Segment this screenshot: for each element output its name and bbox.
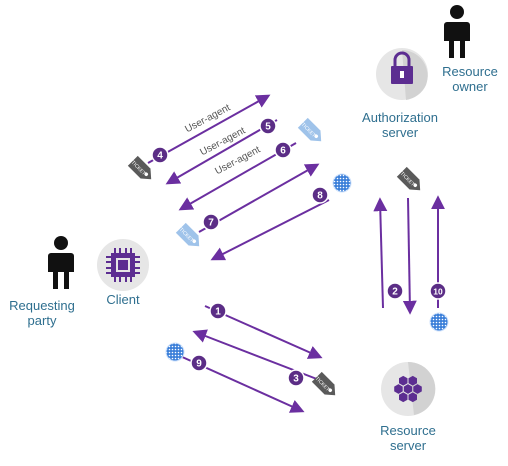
step-badge-4: 4: [151, 146, 169, 164]
svg-text:10: 10: [433, 287, 443, 297]
arrow-step-5: [165, 119, 278, 185]
step-badge-1: 1: [209, 302, 227, 320]
hexagon-cell: [399, 392, 408, 403]
step-badge-5: 5: [259, 117, 277, 135]
client-label: Client: [93, 292, 153, 307]
arrow-step-8: [210, 199, 330, 261]
authorization-server-lock-icon: [376, 48, 428, 100]
step-badges: 1 2 3 4 5 6 7 8 9 10: [151, 117, 447, 387]
tokens: [165, 173, 449, 362]
resource-server-label-line1: Resource: [380, 423, 436, 438]
user-agent-label-3: User-agent: [213, 144, 262, 177]
ticket-near-auth-server: TICKET: [396, 166, 421, 191]
client-chip-icon: [97, 239, 149, 291]
hexagon-cell: [403, 384, 413, 394]
hexagon-cell: [408, 375, 417, 386]
svg-text:6: 6: [280, 146, 286, 157]
svg-text:5: 5: [265, 122, 271, 133]
requesting-party-person-icon: [48, 236, 74, 289]
hexagon-cell: [408, 392, 417, 403]
ticket-near-step-3: TICKET: [311, 371, 336, 396]
resource-owner-label-line2: owner: [452, 79, 488, 94]
step-badge-7: 7: [202, 213, 220, 231]
step-badge-10: 10: [429, 282, 447, 300]
svg-text:1: 1: [215, 307, 221, 318]
hexagon-cell: [394, 384, 403, 394]
arrow-step-2: [373, 197, 388, 309]
authorization-server-label-line2: server: [381, 125, 419, 140]
step-badge-6: 6: [274, 141, 292, 159]
arrow-token-return: [402, 197, 417, 315]
ticket-near-step-5: TICKET: [297, 117, 322, 142]
step-badge-8: 8: [311, 186, 329, 204]
resource-server-label-line2: server: [389, 438, 427, 453]
step-badge-9: 9: [190, 354, 208, 372]
hexagon-cell: [413, 384, 422, 394]
hexagon-cell: [399, 375, 408, 386]
svg-text:4: 4: [157, 151, 163, 162]
step-badge-3: 3: [287, 369, 305, 387]
svg-text:2: 2: [392, 287, 398, 298]
svg-text:3: 3: [293, 374, 299, 385]
resource-server-label: Resource server: [368, 423, 448, 453]
resource-owner-label-line1: Resource: [442, 64, 498, 79]
svg-text:8: 8: [317, 191, 323, 202]
requesting-party-label: Requesting party: [0, 298, 84, 328]
client-label-text: Client: [106, 292, 140, 307]
authorization-server-label: Authorization server: [350, 110, 450, 140]
resource-owner-person-icon: [444, 5, 470, 58]
svg-text:7: 7: [208, 218, 214, 229]
requesting-party-label-line1: Requesting: [9, 298, 75, 313]
requesting-party-label-line2: party: [27, 313, 57, 328]
resource-server-hexagon-icon: [381, 361, 436, 416]
svg-text:9: 9: [196, 359, 202, 370]
resource-owner-label: Resource owner: [430, 64, 508, 94]
ticket-near-step-7: TICKET: [175, 222, 200, 247]
authorization-server-label-line1: Authorization: [362, 110, 438, 125]
step-badge-2: 2: [386, 282, 404, 300]
